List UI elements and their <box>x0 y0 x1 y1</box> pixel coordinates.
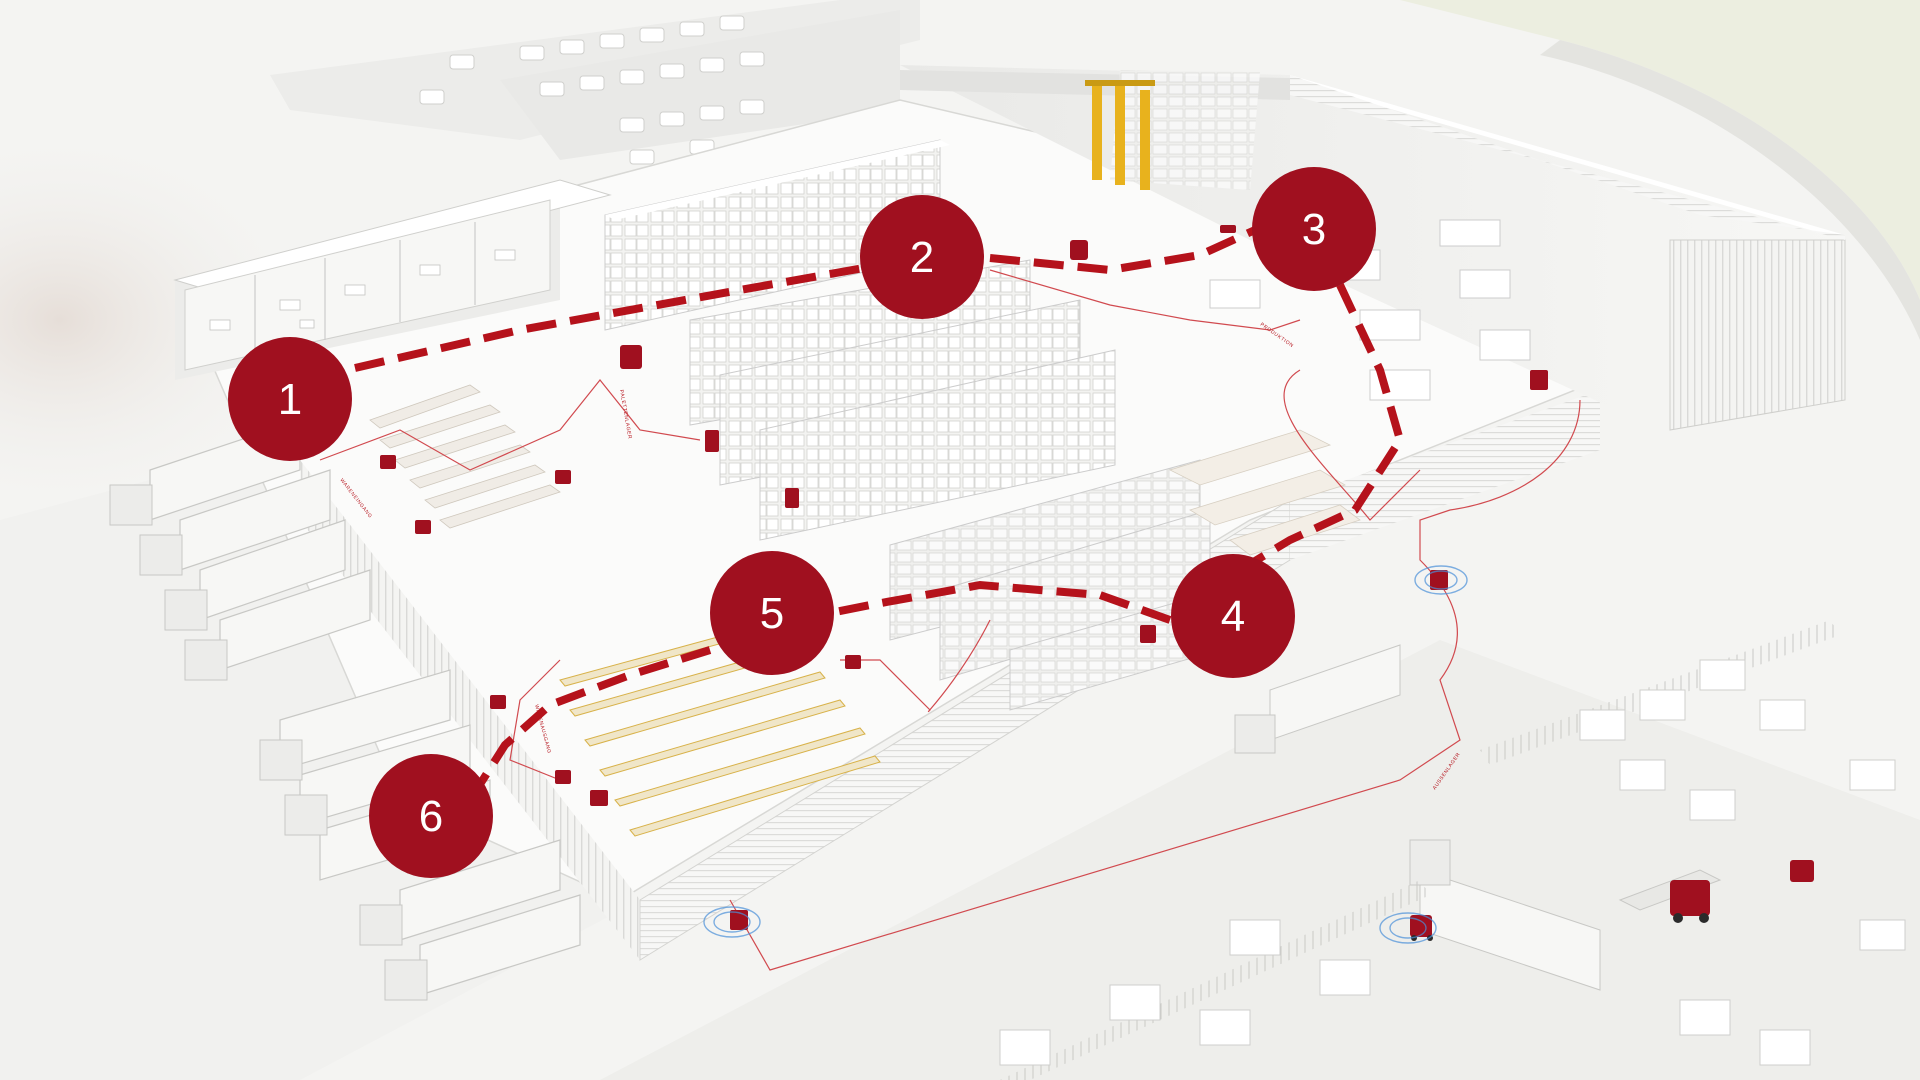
route-lines <box>319 269 1581 971</box>
beacon-icon <box>703 565 1468 944</box>
marker-6[interactable]: 6 <box>369 754 493 878</box>
forklift-icon <box>380 225 1814 941</box>
crane-icon <box>1085 80 1155 190</box>
rack-icon <box>604 139 1221 711</box>
inbound-pallets <box>369 384 561 529</box>
marker-3-label: 3 <box>1302 205 1326 254</box>
marker-1[interactable]: 1 <box>228 337 352 461</box>
grass-area <box>1400 0 1920 300</box>
product-area <box>1168 429 1361 556</box>
main-route <box>354 226 1405 803</box>
marker-2-label: 2 <box>910 233 934 282</box>
car-park <box>270 0 920 165</box>
truck-yard <box>0 440 640 1080</box>
marker-4-label: 4 <box>1221 592 1245 641</box>
marker-3[interactable]: 3 <box>1252 167 1376 291</box>
marker-1-label: 1 <box>278 375 302 424</box>
marker-5-label: 5 <box>760 589 784 638</box>
office-block <box>173 179 612 380</box>
marker-5[interactable]: 5 <box>710 551 834 675</box>
marker-2[interactable]: 2 <box>860 195 984 319</box>
marker-6-label: 6 <box>419 792 443 841</box>
marker-4[interactable]: 4 <box>1171 554 1295 678</box>
dock-wall-left <box>300 460 640 960</box>
